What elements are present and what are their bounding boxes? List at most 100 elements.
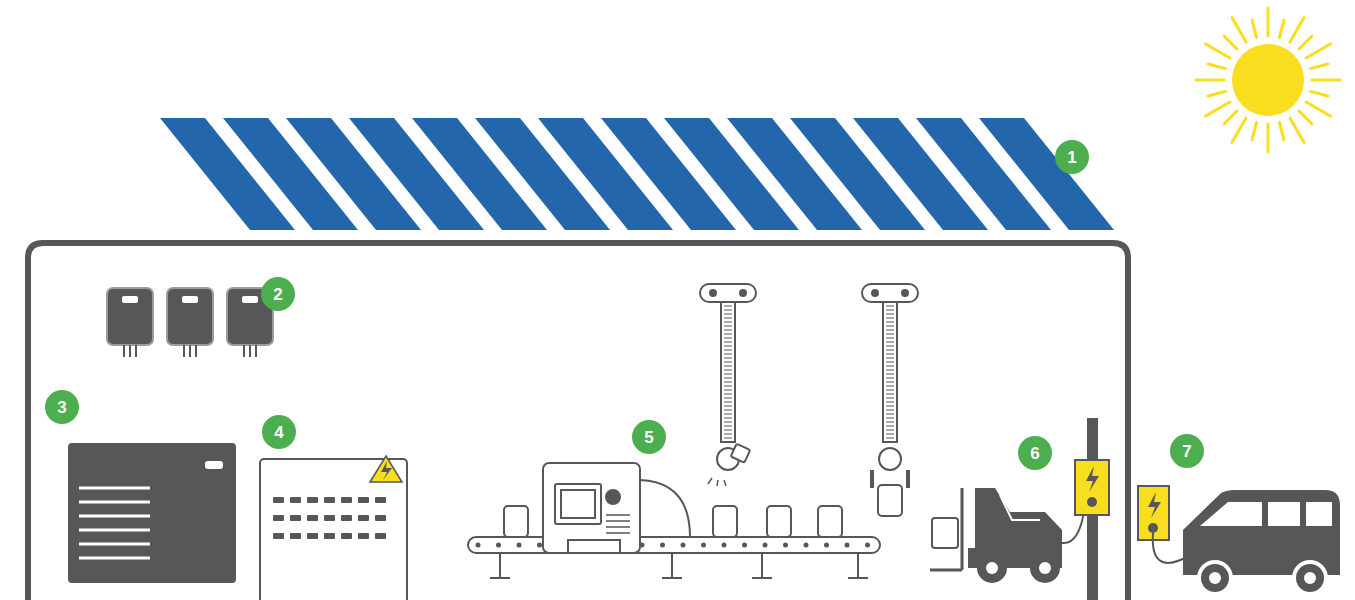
robot-arm-part-part [886,310,894,311]
production-line-part [640,480,690,537]
solar-panel-roof-part [979,118,1114,230]
callout-number: 3 [45,390,79,424]
robot-arm-part [886,306,894,438]
production-line-part-part [845,543,850,548]
robot-arm-part-part [886,414,894,415]
charging-station [1075,418,1185,600]
production-line-part-part [742,543,747,548]
electric-car-part [1201,564,1229,592]
battery-storage-part [79,488,150,558]
forklift-part [977,553,1007,583]
forklift-part [930,488,962,570]
robot-arm-part-part [886,418,894,419]
inverter-symbol [107,288,273,357]
robot-arm-part-part [724,406,732,407]
robot-arm-part-part [886,362,894,363]
production-line-part [476,543,871,548]
callout-number: 5 [632,420,666,454]
robot-arm-part-part [724,314,732,315]
production-line-part-part [804,543,809,548]
robot-arm-part [721,302,735,442]
robot-arm-part-part [724,342,732,343]
sun-symbol-part-part [1267,124,1270,152]
production-line-part-part [865,543,870,548]
robot-arm-part-part [886,430,894,431]
sun-symbol-part-part [1290,18,1304,42]
charging-station-part [1148,523,1158,533]
distribution-board-part-part [324,533,335,539]
robot-arm-part-part [724,330,732,331]
production-line-part-part [824,543,829,548]
robot-arm-part-part [886,374,894,375]
callout-number: 1 [1055,140,1089,174]
electric-car-part [1296,564,1324,592]
forklift-part [986,562,998,574]
sun-symbol-part-part [1311,64,1328,69]
production-line-part [504,506,528,537]
robot-arm-part-part [724,374,732,375]
electric-car-part [1268,502,1300,526]
sun-symbol-part-part [1299,111,1312,124]
robot-arm-part [883,302,897,442]
robot-arm-part-part [886,394,894,395]
robot-arm-part [902,290,908,296]
robot-arm-part-part [886,330,894,331]
robot-arm-part-part [886,358,894,359]
production-line-part-part [701,543,706,548]
robot-arm-part-part [886,426,894,427]
production-line-part [568,540,620,553]
robot-arm-part-part [886,366,894,367]
robot-arm-part-part [724,362,732,363]
inverter-symbol-part [244,345,256,357]
callout-number: 2 [261,277,295,311]
distribution-board-part-part [341,515,352,521]
robot-arm-part-part [886,390,894,391]
solar-panel-roof [160,118,1114,230]
callout-number: 4 [262,415,296,449]
production-line-part-part [763,543,768,548]
robot-arm-part-part [724,402,732,403]
distribution-board-part-part [290,515,301,521]
distribution-board-part-part [273,533,284,539]
sun-symbol-part-part [1232,118,1246,142]
distribution-board-part-part [307,497,318,503]
production-line-part [606,490,620,504]
production-line-part-part [660,543,665,548]
charging-station-part [1148,492,1161,518]
production-line-part [490,553,868,578]
robot-arm-part-part [724,334,732,335]
sun-symbol-part-part [1196,79,1224,82]
distribution-board-part-part [307,533,318,539]
production-line-part [713,506,737,537]
production-line [468,463,880,578]
distribution-board-part [370,456,402,482]
robot-arm-part-part [724,354,732,355]
robot-arm-part-part [724,398,732,399]
robot-arm-part [724,306,732,438]
robot-arm-part [878,485,902,516]
robot-arm-part-part [886,322,894,323]
production-line-part-part [537,543,542,548]
inverter-symbol-part [167,288,213,345]
distribution-board-part-part [290,533,301,539]
robot-arm-part-part [886,354,894,355]
production-line-part-part [783,543,788,548]
battery-storage-part [68,443,236,583]
forklift-part [1030,553,1060,583]
robot-arm-part [708,478,726,486]
charging-station-part [1087,497,1097,507]
electric-car-part [1200,502,1262,526]
electric-car-part [1197,560,1233,596]
forklift-part [932,518,958,548]
robot-arm-part-part [724,414,732,415]
callout-number: 7 [1170,434,1204,468]
production-line-part-part [681,543,686,548]
robot-arm-part-part [724,438,732,439]
sun-symbol-part-part [1290,118,1304,142]
robot-arm-part-part [886,350,894,351]
sun-symbol-part-part [1206,44,1230,58]
robot-arm-part-part [886,370,894,371]
sun-symbol [1196,8,1340,152]
